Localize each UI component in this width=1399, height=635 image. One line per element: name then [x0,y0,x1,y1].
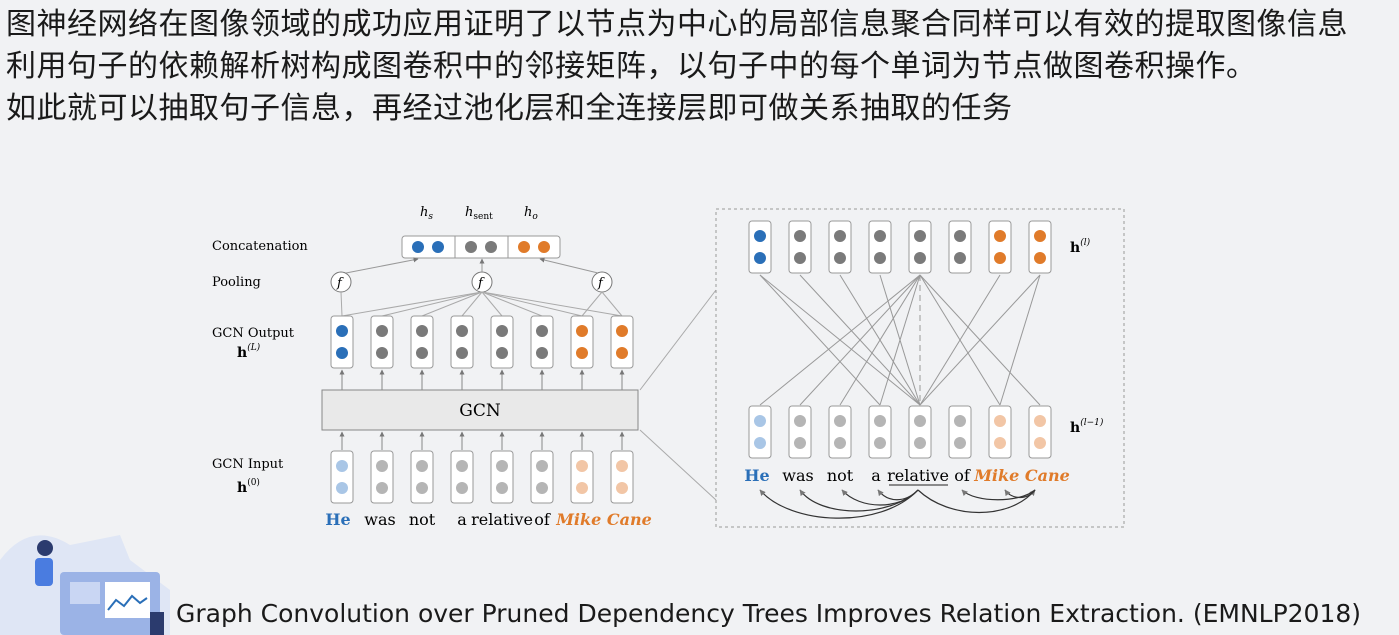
svg-text:f: f [597,276,605,291]
word-he: He [325,510,350,529]
layer-l-vectors [748,220,1052,274]
slide-bullets: 图神经网络在图像领域的成功应用证明了以节点为中心的局部信息聚合同样可以有效的提取… [6,4,1386,130]
illustration-icon [0,535,170,635]
word-mike-cane: Mike Cane [973,466,1070,485]
label-pooling: Pooling [212,275,261,290]
gcn-output-vectors [330,315,634,369]
word-a: a [871,466,881,485]
left-gcn-diagram: Concatenation Pooling GCN Output h(L) GC… [212,205,717,529]
label-concatenation: Concatenation [212,239,308,254]
word-was: was [364,510,395,529]
label-gcn-output: GCN Output [212,326,295,341]
svg-text:GCN: GCN [459,401,501,421]
label-gcn-output-symbol: h(L) [237,342,261,361]
concat-vector [401,235,561,259]
gcn-layer-box: GCN [321,389,639,431]
svg-text:f: f [477,276,485,291]
head-hs: hs [420,205,433,222]
layer-l-minus-1-vectors [748,405,1052,459]
right-sentence: He was not a relative of Mike Cane [744,466,1070,486]
bullet-1: 图神经网络在图像领域的成功应用证明了以节点为中心的局部信息聚合同样可以有效的提取… [6,7,1348,42]
head-hsent: hsent [465,205,493,222]
gcn-input-vectors [330,450,634,504]
label-gcn-input: GCN Input [212,457,284,472]
head-ho: ho [524,205,538,222]
word-a: a [457,510,467,529]
label-h-l: h(l) [1070,237,1091,256]
label-gcn-input-symbol: h(0) [237,477,260,496]
word-was: was [782,466,813,485]
word-he: He [744,466,769,485]
pooling-nodes: f f f [330,271,613,293]
word-not: not [409,510,436,529]
citation: Graph Convolution over Pruned Dependency… [176,599,1362,628]
dependency-arcs [759,489,1036,519]
bullet-2: 利用句子的依赖解析树构成图卷积中的邻接矩阵，以句子中的每个单词为节点做图卷积操作… [6,49,1257,84]
svg-text:f: f [336,276,344,291]
bullet-3: 如此就可以抽取句子信息，再经过池化层和全连接层即可做关系抽取的任务 [6,91,1013,126]
word-of: of [534,510,551,529]
label-h-l-minus-1: h(l−1) [1070,417,1104,436]
graph-edges [759,274,1041,406]
word-of: of [954,466,971,485]
right-gcn-layer-diagram: h(l) h(l−1) He was not a re [715,208,1125,528]
word-not: not [827,466,854,485]
word-relative: relative [887,466,949,485]
word-mike-cane: Mike Cane [555,510,652,529]
pooling-fan-lines [340,291,623,317]
word-relative: relative [471,510,533,529]
left-sentence: He was not a relative of Mike Cane [325,510,651,529]
